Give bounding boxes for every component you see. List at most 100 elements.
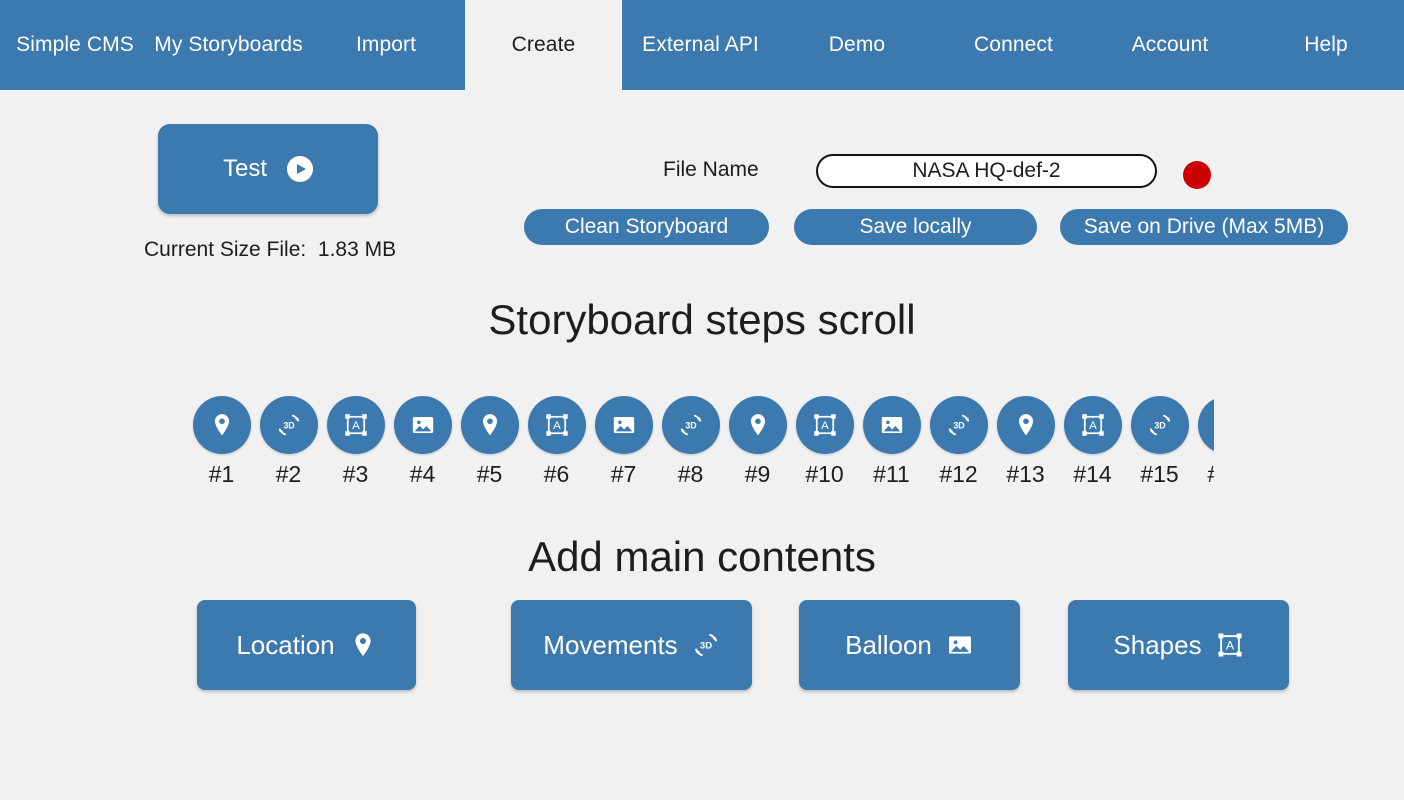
action-button-label: Movements: [543, 629, 678, 660]
storyboard-step[interactable]: A #6: [523, 396, 590, 488]
storyboard-step[interactable]: 3D #2: [255, 396, 322, 488]
storyboard-step-label: #16: [1207, 461, 1214, 488]
storyboard-step-label: #6: [543, 461, 570, 487]
storyboard-step[interactable]: #16: [1193, 396, 1214, 488]
action-button-label: Shapes: [1113, 629, 1202, 660]
storyboard-step-label: #1: [208, 461, 235, 487]
storyboard-step-circle[interactable]: A: [1063, 396, 1122, 454]
nav-tab-external-api[interactable]: External API: [622, 0, 779, 90]
storyboard-step[interactable]: 3D#12: [925, 396, 992, 488]
location-pin-icon: [477, 412, 503, 438]
add-shapes-button[interactable]: Shapes A: [1068, 600, 1289, 690]
storyboard-step-label: #15: [1140, 461, 1179, 487]
storyboard-step-circle[interactable]: [1197, 396, 1215, 454]
storyboard-step[interactable]: 3D#8: [657, 396, 724, 488]
storyboard-step-circle[interactable]: [996, 396, 1055, 454]
storyboard-step-circle[interactable]: [594, 396, 653, 454]
test-button[interactable]: Test: [158, 124, 378, 214]
storyboard-step[interactable]: 3D #15: [1126, 396, 1193, 488]
svg-text:A: A: [1089, 420, 1097, 432]
storyboard-step-label: #13: [1006, 461, 1045, 487]
file-name-label: File Name: [663, 158, 759, 181]
storyboard-steps-heading: Storyboard steps scroll: [488, 296, 916, 343]
svg-text:A: A: [553, 420, 561, 432]
add-main-contents-heading: Add main contents: [528, 533, 876, 580]
storyboard-step-circle[interactable]: 3D: [1130, 396, 1189, 454]
svg-text:3D: 3D: [700, 641, 712, 652]
storyboard-step-circle[interactable]: 3D: [661, 396, 720, 454]
storyboard-step-circle[interactable]: [862, 396, 921, 454]
play-icon: [287, 156, 313, 182]
add-balloon-button[interactable]: Balloon: [799, 600, 1020, 690]
nav-tab-label: My Storyboards: [154, 33, 303, 56]
storyboard-step-label: #14: [1073, 461, 1112, 487]
location-pin-icon: [349, 631, 377, 659]
rotate-3d-icon: 3D: [276, 412, 302, 438]
nav-tab-import[interactable]: Import: [307, 0, 465, 90]
storyboard-steps-scroll[interactable]: #1 3D #2 A #3 #4 #5 A #6 #7 3D#8 #9 A #10 #11 3D#12 #13 A…: [188, 396, 1214, 496]
nav-tab-label: Create: [511, 33, 576, 56]
storyboard-step[interactable]: #11: [858, 396, 925, 488]
storyboard-step[interactable]: #4: [389, 396, 456, 488]
svg-text:A: A: [821, 420, 829, 432]
test-button-label: Test: [222, 155, 267, 182]
image-icon: [611, 412, 637, 438]
storyboard-step-label: #11: [873, 461, 910, 487]
storyboard-step[interactable]: #5: [456, 396, 523, 488]
storyboard-step-circle[interactable]: A: [527, 396, 586, 454]
add-location-button[interactable]: Location: [197, 600, 416, 690]
add-movements-button[interactable]: Movements 3D: [511, 600, 752, 690]
storyboard-step-label: #2: [275, 461, 302, 487]
nav-tab-label: Simple CMS: [16, 33, 134, 56]
nav-tab-my-storyboards[interactable]: My Storyboards: [150, 0, 307, 90]
storyboard-step-circle[interactable]: [393, 396, 452, 454]
save-locally-button[interactable]: Save locally: [794, 209, 1037, 245]
svg-text:3D: 3D: [685, 420, 697, 430]
nav-tab-account[interactable]: Account: [1092, 0, 1248, 90]
storyboard-step-label: #7: [610, 461, 637, 487]
storyboard-step-circle[interactable]: [728, 396, 787, 454]
rotate-3d-icon: 3D: [946, 412, 972, 438]
nav-tab-simple-cms[interactable]: Simple CMS: [0, 0, 150, 90]
storyboard-step-label: #10: [805, 461, 844, 487]
image-icon: [410, 412, 436, 438]
location-pin-icon: [1214, 412, 1215, 438]
nav-tab-create[interactable]: Create: [465, 0, 622, 90]
rotate-3d-icon: 3D: [692, 631, 720, 659]
storyboard-step[interactable]: #1: [188, 396, 255, 488]
shapes-text-box-icon: A: [1216, 631, 1244, 659]
location-pin-icon: [1013, 412, 1039, 438]
svg-text:A: A: [352, 420, 360, 432]
image-icon: [879, 412, 905, 438]
storyboard-step-label: #3: [342, 461, 369, 487]
storyboard-step[interactable]: #9: [724, 396, 791, 488]
action-button-label: Location: [236, 629, 335, 660]
file-name-input[interactable]: [816, 154, 1157, 188]
record-status-indicator: [1183, 161, 1211, 189]
storyboard-step-circle[interactable]: [460, 396, 519, 454]
clean-storyboard-button[interactable]: Clean Storyboard: [524, 209, 769, 245]
storyboard-step-circle[interactable]: A: [326, 396, 385, 454]
save-on-drive-button[interactable]: Save on Drive (Max 5MB): [1060, 209, 1348, 245]
storyboard-step-circle[interactable]: 3D: [929, 396, 988, 454]
storyboard-step[interactable]: #13: [992, 396, 1059, 488]
storyboard-step-label: #5: [476, 461, 503, 487]
nav-tab-demo[interactable]: Demo: [779, 0, 935, 90]
storyboard-step-label: #9: [744, 461, 771, 487]
svg-text:3D: 3D: [283, 420, 295, 430]
main-navigation: Simple CMS My Storyboards Import Create Exte…: [0, 0, 1404, 90]
rotate-3d-icon: 3D: [1147, 412, 1173, 438]
nav-tab-help[interactable]: Help: [1248, 0, 1404, 90]
nav-tab-label: Account: [1131, 33, 1209, 56]
storyboard-step[interactable]: #7: [590, 396, 657, 488]
nav-tab-connect[interactable]: Connect: [935, 0, 1092, 90]
nav-tab-label: Import: [355, 33, 417, 56]
storyboard-step[interactable]: A #3: [322, 396, 389, 488]
storyboard-step-circle[interactable]: 3D: [259, 396, 318, 454]
shapes-text-box-icon: A: [343, 412, 369, 438]
action-button-label: Balloon: [845, 629, 932, 660]
storyboard-step-circle[interactable]: [192, 396, 251, 454]
storyboard-step-circle[interactable]: A: [795, 396, 854, 454]
storyboard-step[interactable]: A #10: [791, 396, 858, 488]
storyboard-step[interactable]: A #14: [1059, 396, 1126, 488]
